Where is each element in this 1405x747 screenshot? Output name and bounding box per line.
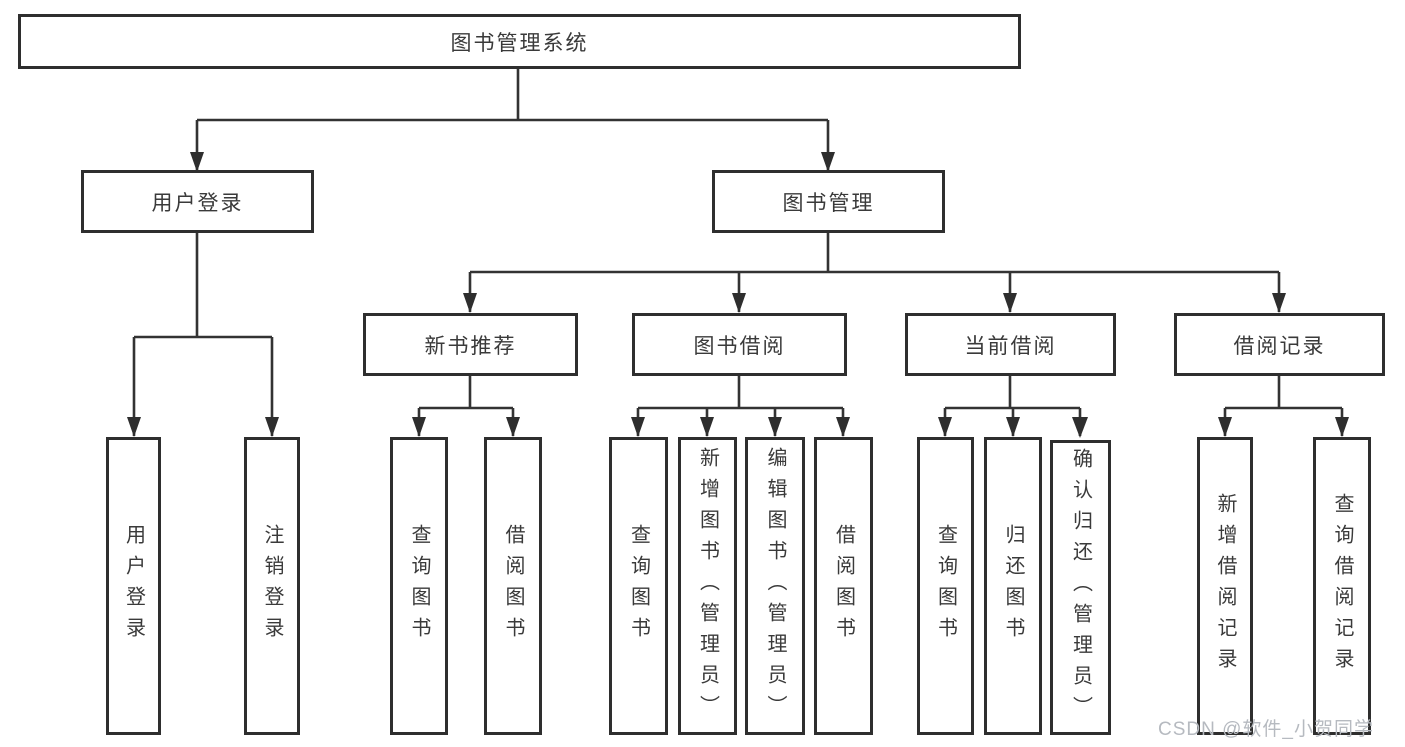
node-root-label: 图书管理系统	[450, 31, 589, 55]
leaf-add-book-admin: 新增图书（管理员）	[678, 437, 737, 735]
csdn-watermark: CSDN @软件_小贺同学	[1158, 719, 1374, 740]
leaf-add-book-admin-label: 新增图书（管理员）	[696, 446, 719, 726]
leaf-confirm-return-admin-label: 确认归还（管理员）	[1069, 448, 1092, 727]
leaf-edit-book-admin-label: 编辑图书（管理员）	[764, 446, 786, 726]
leaf-borrow-books-1-label: 借阅图书	[502, 524, 524, 648]
node-book-borrow-label: 图书借阅	[693, 334, 786, 358]
leaf-query-books-2: 查询图书	[609, 437, 668, 735]
leaf-add-borrow-record: 新增借阅记录	[1197, 437, 1253, 735]
leaf-user-login-label: 用户登录	[122, 524, 145, 648]
leaf-query-books-3-label: 查询图书	[934, 524, 957, 648]
leaf-edit-book-admin: 编辑图书（管理员）	[745, 437, 805, 735]
node-user-login-label: 用户登录	[151, 191, 244, 215]
node-book-borrow: 图书借阅	[632, 313, 847, 376]
leaf-query-borrow-record-label: 查询借阅记录	[1331, 493, 1353, 679]
node-new-book-recommend-label: 新书推荐	[424, 334, 517, 358]
leaf-borrow-books-1: 借阅图书	[484, 437, 542, 735]
leaf-query-books-1-label: 查询图书	[408, 524, 430, 648]
leaf-confirm-return-admin: 确认归还（管理员）	[1050, 440, 1111, 735]
node-current-borrow-label: 当前借阅	[964, 334, 1057, 358]
leaf-query-books-1: 查询图书	[390, 437, 448, 735]
node-borrow-record-label: 借阅记录	[1233, 334, 1326, 358]
leaf-logout: 注销登录	[244, 437, 300, 735]
node-root: 图书管理系统	[18, 14, 1021, 69]
leaf-add-borrow-record-label: 新增借阅记录	[1214, 493, 1236, 679]
leaf-borrow-books-2-label: 借阅图书	[832, 524, 855, 648]
leaf-user-login: 用户登录	[106, 437, 161, 735]
node-book-management: 图书管理	[712, 170, 945, 233]
node-user-login: 用户登录	[81, 170, 314, 233]
leaf-query-books-2-label: 查询图书	[627, 524, 650, 648]
node-book-management-label: 图书管理	[782, 191, 875, 215]
leaf-query-borrow-record: 查询借阅记录	[1313, 437, 1371, 735]
leaf-query-books-3: 查询图书	[917, 437, 974, 735]
node-new-book-recommend: 新书推荐	[363, 313, 578, 376]
node-borrow-record: 借阅记录	[1174, 313, 1385, 376]
leaf-borrow-books-2: 借阅图书	[814, 437, 873, 735]
leaf-return-book: 归还图书	[984, 437, 1042, 735]
arrowheads	[127, 152, 1349, 438]
node-current-borrow: 当前借阅	[905, 313, 1116, 376]
connector-paths	[132, 68, 1344, 436]
leaf-return-book-label: 归还图书	[1002, 524, 1024, 648]
leaf-logout-label: 注销登录	[261, 524, 283, 648]
